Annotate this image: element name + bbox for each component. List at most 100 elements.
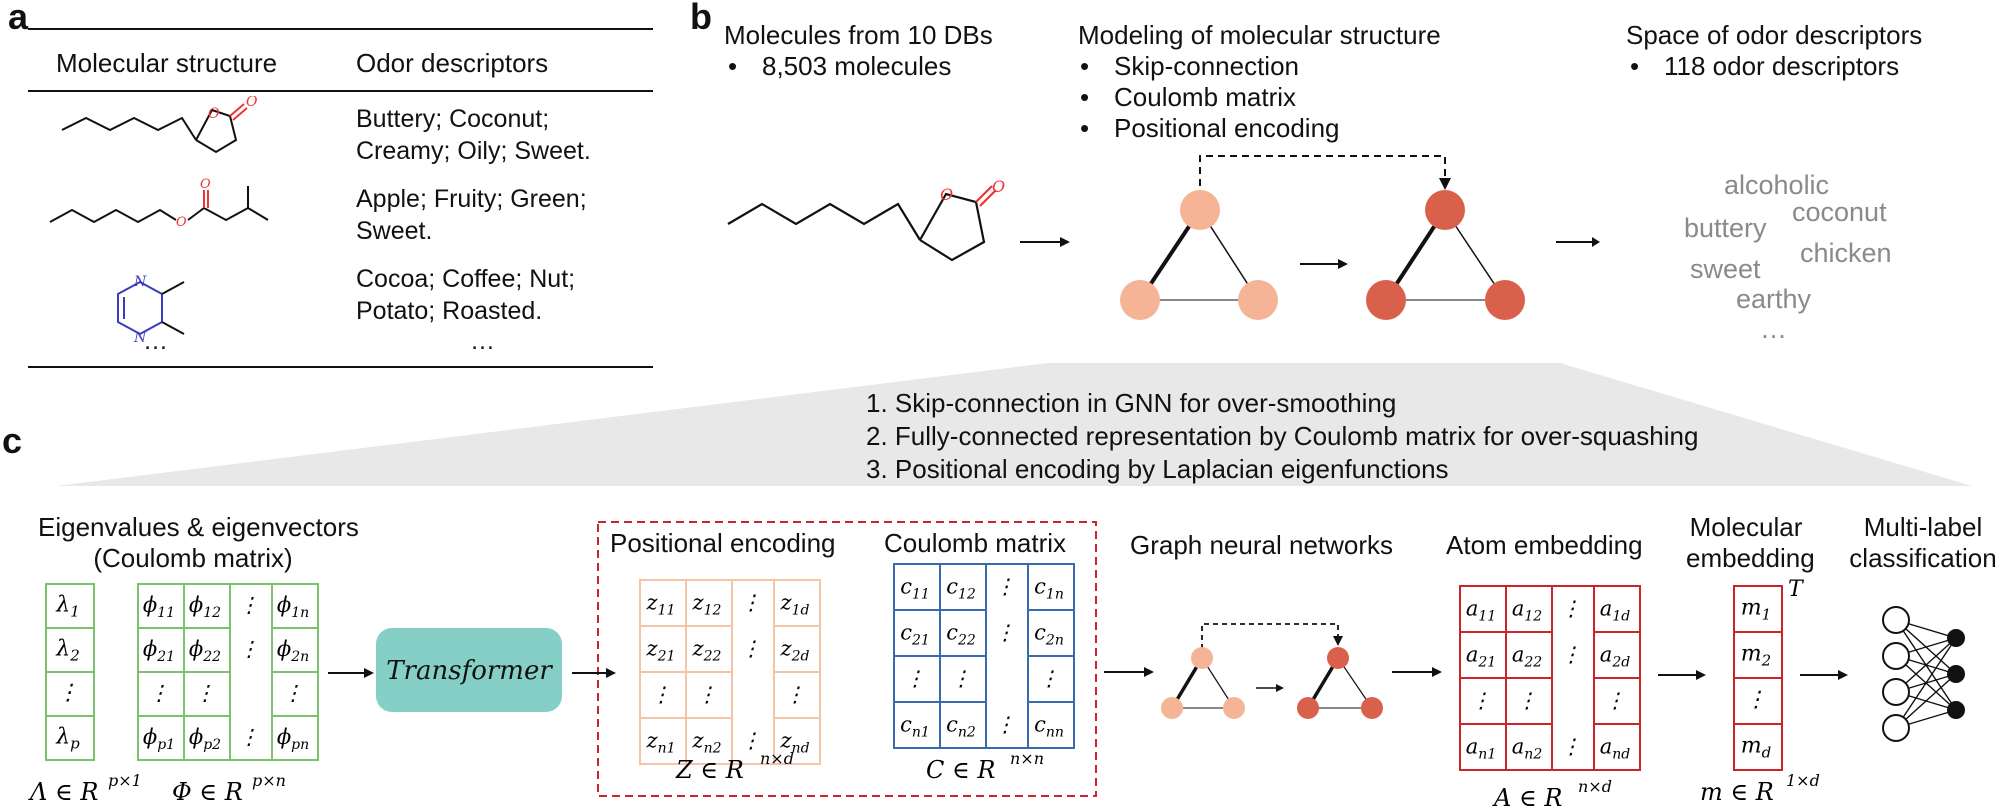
- phi-text-2-0: ⋮: [149, 681, 170, 705]
- arrow-c-6-head: [1838, 670, 1848, 680]
- table-molecules-svg: O O O O N N: [49, 96, 269, 346]
- gnn-g2-node-left: [1297, 697, 1319, 719]
- c-text-0-1: c12: [946, 574, 976, 602]
- nn-output-node-0: [1947, 629, 1965, 647]
- atom-o-4: O: [200, 177, 211, 192]
- a-gap-column: [1551, 585, 1595, 771]
- modeling-dot-2: •: [1080, 82, 1090, 112]
- table-ellipsis-right: …: [470, 327, 495, 355]
- gnn-g2-node-top: [1327, 647, 1349, 669]
- a-cell-3-1: [1505, 723, 1553, 771]
- phi-text-3-0: ϕp1: [143, 725, 175, 753]
- molecule-ester: [49, 186, 269, 224]
- transformer-box: [376, 628, 562, 712]
- eig-title-1: Eigenvalues & eigenvectors: [38, 512, 359, 542]
- pe-cm-dashed-box: [597, 521, 1097, 797]
- m-cell-text-3: md: [1741, 734, 1771, 762]
- atom-title: Atom embedding: [1446, 530, 1643, 560]
- arrow-b-2-head: [1338, 259, 1348, 269]
- a-cell-2-3: [1593, 677, 1641, 725]
- a-cell-3-0: [1459, 723, 1507, 771]
- z-text-0-1: z12: [692, 590, 722, 618]
- improvement-1: 1. Skip-connection in GNN for over-smoot…: [866, 388, 1397, 418]
- phi-text-0-3: ϕ1n: [277, 593, 309, 621]
- skip-connection-dashed: [1199, 155, 1446, 210]
- lambda-dim-exp: p×1: [108, 771, 142, 790]
- phi-text-1-1: ϕ22: [189, 637, 221, 665]
- odor-word-earthy: earthy: [1736, 284, 1812, 314]
- m-cell-text-2: ⋮: [1745, 688, 1767, 713]
- gnn-g1-node-right: [1223, 697, 1245, 719]
- arrow-b-3-head: [1592, 237, 1600, 247]
- c-text-1-2: ⋮: [995, 620, 1016, 644]
- improvement-2: 2. Fully-connected representation by Cou…: [866, 421, 1699, 451]
- z-text-1-1: z22: [692, 636, 722, 664]
- phi-cell-2-0: [137, 671, 185, 717]
- table-row-3-odor-2: Potato; Roasted.: [356, 297, 543, 325]
- atom-o-5: O: [940, 185, 953, 204]
- classifier-network: [1882, 606, 1965, 742]
- c-text-0-0: c11: [900, 574, 930, 602]
- modeling-bullet-2: Coulomb matrix: [1114, 82, 1297, 112]
- graph2-node-top: [1425, 190, 1465, 230]
- z-gap-column: [731, 579, 775, 765]
- z-text-2-3: ⋮: [785, 682, 806, 706]
- m-cell-0: [1733, 585, 1783, 633]
- arrow-c-1-head: [364, 668, 374, 678]
- phi-text-3-2: ⋮: [239, 725, 260, 749]
- odor-word-coconut: coconut: [1792, 197, 1887, 227]
- arrow-c-3-head: [1144, 667, 1154, 677]
- table-header-odor: Odor descriptors: [356, 48, 549, 78]
- table-row-2-odor-1: Apple; Fruity; Green;: [356, 185, 587, 213]
- mol-title-2: embedding: [1686, 543, 1815, 573]
- cls-title-1: Multi-label: [1863, 512, 1983, 542]
- z-text-0-0: z11: [646, 590, 676, 618]
- phi-text-0-0: ϕ11: [143, 593, 175, 621]
- phi-text-2-1: ⋮: [195, 681, 216, 705]
- a-text-2-1: ⋮: [1517, 688, 1538, 712]
- nn-output-node-1: [1947, 665, 1965, 683]
- z-text-1-3: z2d: [780, 636, 810, 664]
- a-text-3-3: and: [1600, 734, 1631, 762]
- z-cell-3-3: [773, 717, 821, 765]
- c-text-3-2: ⋮: [995, 712, 1016, 736]
- z-text-1-0: z21: [646, 636, 676, 664]
- c-text-3-0: cn1: [900, 712, 930, 740]
- m-cell-3: [1733, 723, 1783, 771]
- gnn-g2-node-right: [1361, 697, 1383, 719]
- a-text-1-1: a22: [1512, 642, 1542, 670]
- c-text-3-3: cnn: [1034, 712, 1064, 740]
- a-dim-label: A ∈ R: [1492, 784, 1562, 809]
- arrow-c-2-head: [606, 668, 616, 678]
- table-row-1-odor-2: Creamy; Oily; Sweet.: [356, 137, 591, 165]
- odor-word-buttery: buttery: [1684, 213, 1767, 243]
- lambda-dim-label: Λ ∈ R: [28, 778, 98, 806]
- table-bottom-rule: [28, 366, 653, 368]
- nn-input-node-2: [1882, 678, 1910, 706]
- modeling-bullet-1: Skip-connection: [1114, 51, 1299, 81]
- panel-label-b: b: [690, 0, 712, 37]
- a-text-3-0: an1: [1466, 734, 1496, 762]
- arrow-b-1-head: [1060, 237, 1070, 247]
- m-dim-label: m ∈ R: [1700, 778, 1774, 806]
- phi-text-1-3: ϕ2n: [277, 637, 309, 665]
- modeling-dot-1: •: [1080, 51, 1090, 81]
- mol-title-1: Molecular: [1689, 512, 1803, 542]
- transpose-mark: T: [1788, 577, 1805, 602]
- table-top-rule: [28, 28, 653, 30]
- molecule-lactone-large: [727, 185, 997, 262]
- a-dim-exp: n×d: [1578, 777, 1612, 796]
- a-text-0-3: a1d: [1600, 596, 1630, 624]
- a-text-1-3: a2d: [1600, 642, 1630, 670]
- z-text-2-0: ⋮: [651, 682, 672, 706]
- atom-o-2: O: [246, 96, 258, 110]
- gnn-skip-head: [1333, 636, 1343, 646]
- space-title: Space of odor descriptors: [1626, 20, 1923, 50]
- eig-title-2: (Coulomb matrix): [93, 543, 293, 573]
- phi-dim-exp: p×n: [252, 771, 286, 790]
- phi-cell-0-3: [271, 583, 319, 629]
- z-cell-2-1: [685, 671, 733, 719]
- phi-dim-label: Φ ∈ R: [172, 778, 243, 806]
